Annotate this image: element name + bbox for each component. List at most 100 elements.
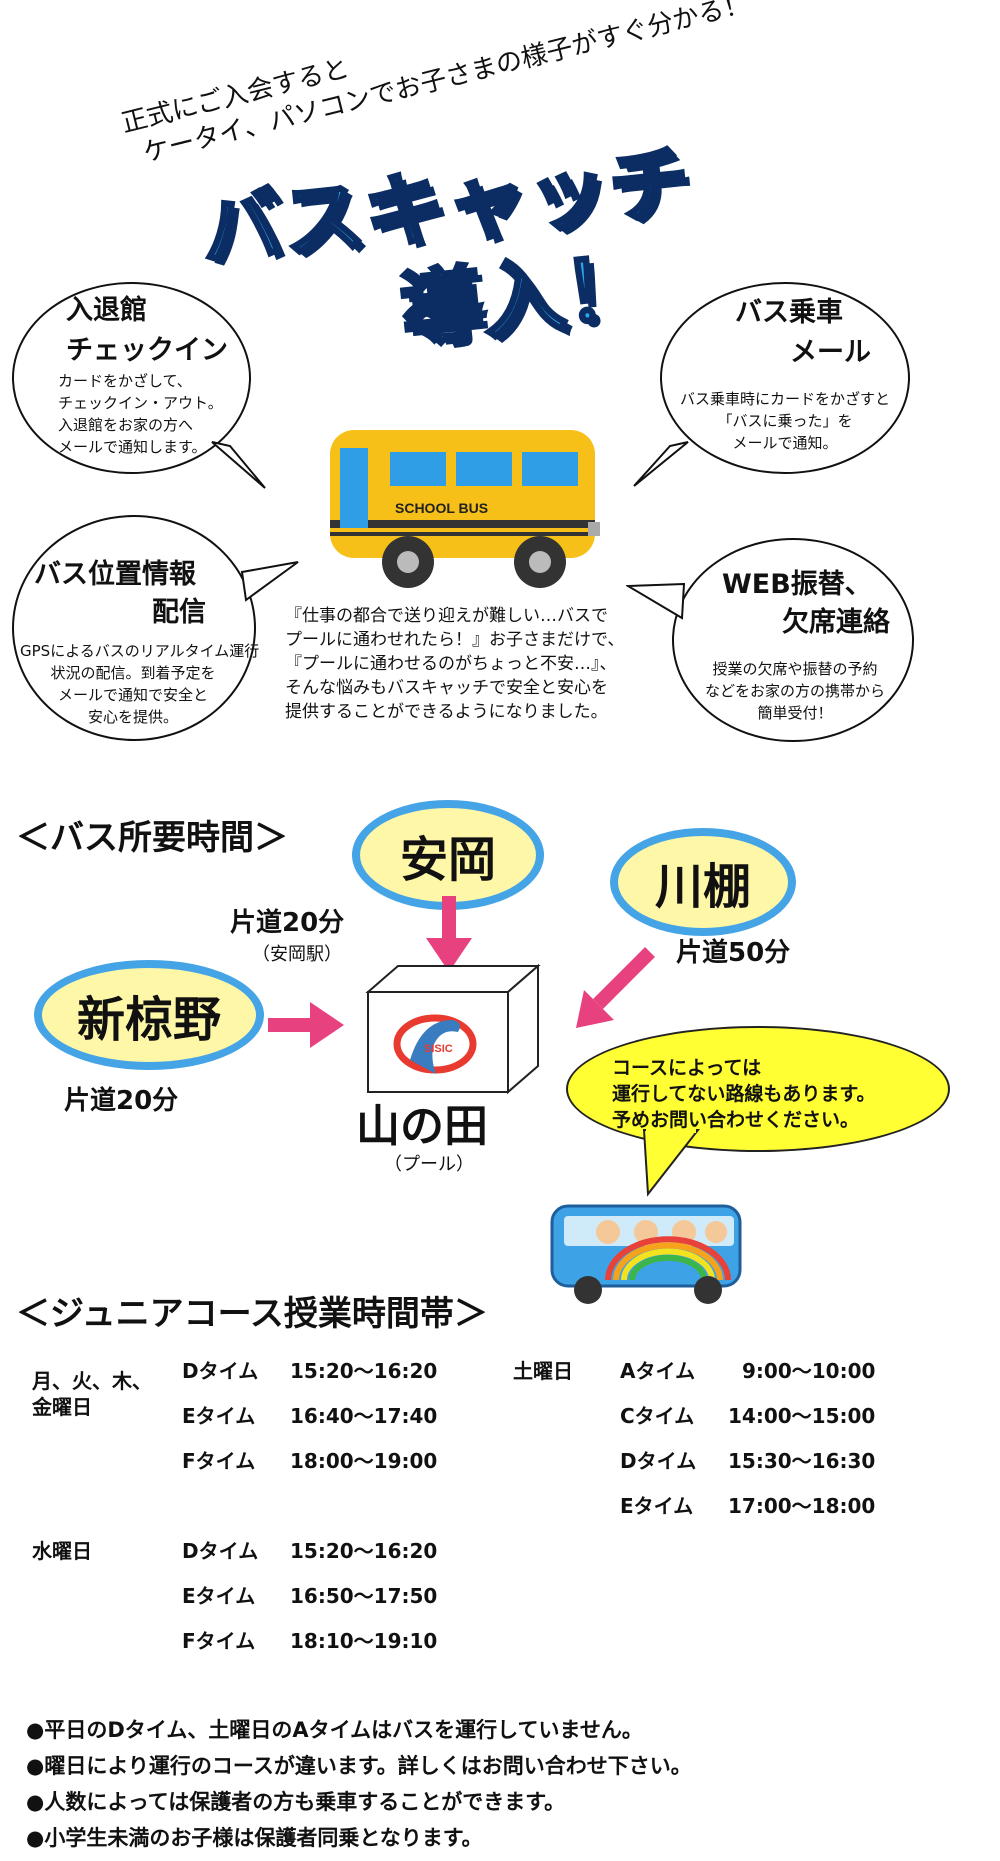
- yasuoka-note: （安岡駅）: [252, 944, 342, 965]
- center-message: 『仕事の都合で送り迎えが難しい…バスで プールに通わせれたら！』お子さまだけで、…: [285, 604, 624, 724]
- shinmukuno-duration: 片道20分: [64, 1086, 179, 1116]
- schedule-row: Cタイム: [620, 1400, 694, 1429]
- slot-time: 18:00〜19:00: [290, 1449, 438, 1473]
- yasuoka-duration: 片道20分: [230, 908, 345, 938]
- checkin-body-3: 入退館をお家の方へ: [58, 416, 194, 434]
- bus-location-title-2: 配信: [152, 597, 206, 628]
- bus-location-body-4: 安心を提供。: [87, 708, 178, 726]
- schedule-time: 17:00〜18:00: [728, 1490, 875, 1519]
- callout-tail: [642, 1129, 701, 1197]
- schedule-time: 16:40〜17:40: [290, 1400, 437, 1429]
- bus-location-body-3: メールで通知で安全と: [57, 686, 208, 704]
- course-callout: [566, 1026, 950, 1152]
- slot-label: Fタイム: [182, 1629, 256, 1653]
- junior-heading: ＜ジュニアコース授業時間帯＞: [16, 1294, 488, 1334]
- web-body-2: などをお家の方の携帯から: [704, 682, 885, 700]
- web-body-1: 授業の欠席や振替の予約: [712, 660, 878, 678]
- bus-location-title-1: バス位置情報: [34, 559, 196, 590]
- slot-label: Dタイム: [182, 1359, 259, 1383]
- main-subtitle: 導入！: [395, 237, 654, 361]
- weekday-label-line-2: 金曜日: [32, 1395, 92, 1419]
- web-body: 授業の欠席や振替の予約 などをお家の方の携帯から 簡単受付！: [690, 658, 900, 724]
- checkin-title-1: 入退館: [66, 295, 147, 326]
- schedule-row: Dタイム: [182, 1355, 258, 1384]
- schedule-time: 18:00〜19:00: [290, 1445, 437, 1474]
- destination-note: （プール）: [384, 1154, 474, 1175]
- callout-line: コースによっては: [612, 1057, 762, 1079]
- bus-mail-body: バス乗車時にカードをかざすと 「バスに乗った」を メールで通知。: [680, 388, 890, 454]
- slot-label: Cタイム: [620, 1404, 695, 1428]
- arrow-diagonal-icon: [576, 947, 655, 1028]
- schedule-time: 15:20〜16:20: [290, 1355, 437, 1384]
- center-message-line: プールに通わせれたら！』お子さまだけで、: [285, 630, 625, 650]
- slot-time: 9:00〜10:00: [742, 1359, 876, 1383]
- arrow-down-icon: [426, 896, 472, 972]
- center-message-line: 『プールに通わせるのがちょっと不安…』、: [285, 654, 617, 674]
- saturday-label: 土曜日: [513, 1359, 573, 1383]
- bubble-tail: [633, 441, 689, 487]
- school-bus-illustration: SCHOOL BUS: [330, 430, 600, 588]
- pool-logo-text: SISIC: [424, 1043, 453, 1055]
- bus-mail-body-2: 「バスに乗った」を: [717, 412, 853, 430]
- slot-label: Eタイム: [620, 1494, 694, 1518]
- web-title-1: WEB振替、: [722, 569, 872, 600]
- web-body-3: 簡単受付！: [757, 704, 833, 722]
- center-message-line: 『仕事の都合で送り迎えが難しい…バスで: [285, 606, 608, 626]
- callout-line: 予めお問い合わせください。: [612, 1109, 860, 1131]
- pool-building-icon: SISIC: [365, 963, 541, 1095]
- callout-text: コースによっては 運行してない路線もあります。 予めお問い合わせください。: [612, 1055, 876, 1133]
- slot-time: 16:50〜17:50: [290, 1584, 438, 1608]
- schedule-time: 9:00〜10:00: [742, 1355, 875, 1384]
- origin-yasuoka: 安岡: [352, 800, 544, 910]
- slot-label: Eタイム: [182, 1584, 256, 1608]
- slot-time: 16:40〜17:40: [290, 1404, 438, 1428]
- bus-location-body-1: GPSによるバスのリアルタイム運行: [20, 642, 260, 660]
- callout-line: 運行してない路線もあります。: [612, 1083, 876, 1105]
- schedule-row: Aタイム: [620, 1355, 695, 1384]
- slot-time: 18:10〜19:10: [290, 1629, 438, 1653]
- note-item: ●曜日により運行のコースが違います。詳しくはお問い合わせ下さい。: [26, 1754, 692, 1778]
- bubble-tail: [626, 582, 686, 620]
- note-item: ●平日のDタイム、土曜日のAタイムはバスを運行していません。: [26, 1718, 643, 1742]
- bus-location-body: GPSによるバスのリアルタイム運行 状況の配信。到着予定を メールで通知で安全と…: [20, 640, 260, 728]
- slot-label: Eタイム: [182, 1404, 256, 1428]
- slot-time: 15:20〜16:20: [290, 1359, 438, 1383]
- feature-bubble-web: [672, 538, 914, 742]
- slot-time: 17:00〜18:00: [728, 1494, 876, 1518]
- feature-bubble-bus-location: [12, 515, 256, 741]
- schedule-row: Dタイム: [620, 1445, 696, 1474]
- bus-location-body-2: 状況の配信。到着予定を: [50, 664, 216, 682]
- feature-bubble-checkin: [12, 282, 251, 474]
- slot-time: 15:30〜16:30: [728, 1449, 876, 1473]
- schedule-time: 14:00〜15:00: [728, 1400, 875, 1429]
- schedule-row: Eタイム: [620, 1490, 693, 1519]
- school-bus-label: SCHOOL BUS: [395, 500, 488, 516]
- slot-time: 15:20〜16:20: [290, 1539, 438, 1563]
- checkin-body-1: カードをかざして、: [58, 372, 192, 390]
- origin-shinmukuno: 新椋野: [34, 960, 264, 1070]
- slot-time: 14:00〜15:00: [728, 1404, 876, 1428]
- schedule-time: 15:30〜16:30: [728, 1445, 875, 1474]
- center-message-line: 提供することができるようになりました。: [285, 702, 608, 722]
- slot-label: Fタイム: [182, 1449, 256, 1473]
- notes-list: ●平日のDタイム、土曜日のAタイムはバスを運行していません。 ●曜日により運行の…: [26, 1712, 692, 1856]
- arrow-right-icon: [268, 1002, 344, 1048]
- origin-kawatana: 川棚: [610, 828, 796, 936]
- rainbow-bus-illustration: [550, 1204, 742, 1304]
- web-title-2: 欠席連絡: [782, 607, 890, 638]
- bus-mail-body-1: バス乗車時にカードをかざすと: [680, 390, 891, 408]
- schedule-time: 16:50〜17:50: [290, 1580, 437, 1609]
- note-item: ●小学生未満のお子様は保護者同乗となります。: [26, 1826, 483, 1850]
- schedule-row: Eタイム: [182, 1400, 255, 1429]
- schedule-time: 15:20〜16:20: [290, 1535, 437, 1564]
- bubble-tail: [240, 561, 299, 602]
- feature-bubble-bus-mail: [660, 282, 910, 474]
- schedule-row: Fタイム: [182, 1445, 255, 1474]
- bus-mail-body-3: メールで通知。: [732, 434, 838, 452]
- slot-label: Dタイム: [620, 1449, 697, 1473]
- schedule-row: Eタイム: [182, 1580, 255, 1609]
- schedule-time: 18:10〜19:10: [290, 1625, 437, 1654]
- note-item: ●人数によっては保護者の方も乗車することができます。: [26, 1790, 566, 1814]
- weekday-label: 月、火、木、 金曜日: [32, 1368, 152, 1420]
- slot-label: Dタイム: [182, 1539, 259, 1563]
